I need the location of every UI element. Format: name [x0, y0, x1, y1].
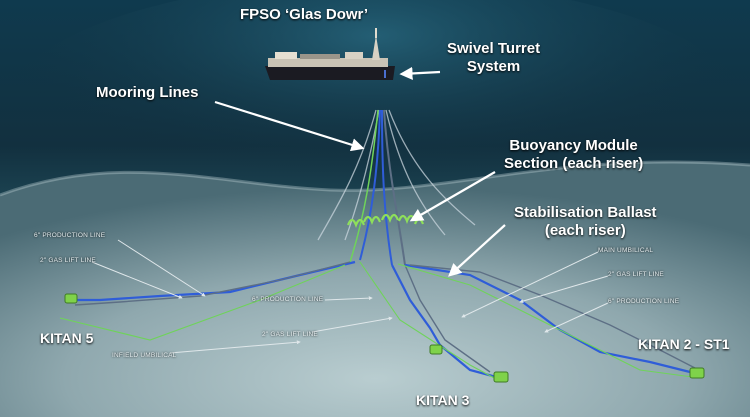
leader-lines	[91, 239, 609, 354]
infield-umbilical-label: INFIELD UMBILICAL	[112, 352, 177, 359]
flowlines-right	[397, 263, 701, 379]
production-line-left-label: 6" PRODUCTION LINE	[34, 232, 106, 239]
risers	[349, 109, 406, 266]
flowlines-center	[359, 261, 501, 381]
kitan-2-label: KITAN 2 - ST1	[638, 336, 730, 352]
kitan-3-tree	[493, 371, 509, 383]
seabed-ridge	[0, 160, 750, 197]
production-line-center-label: 6" PRODUCTION LINE	[252, 296, 324, 303]
kitan-3-label: KITAN 3	[416, 392, 470, 408]
fpso-vessel	[265, 28, 395, 80]
production-line-right-label: 6" PRODUCTION LINE	[608, 298, 680, 305]
kitan-5-label: KITAN 5	[40, 330, 94, 346]
swivel-turret-label: Swivel Turret System	[447, 40, 541, 75]
seabed	[0, 161, 750, 417]
gas-lift-line-center-label: 2" GAS LIFT LINE	[262, 331, 318, 338]
subsea-structures	[64, 293, 705, 383]
callout-arrows	[214, 66, 506, 277]
flowlines-left	[59, 260, 356, 341]
kitan-3-manifold	[429, 344, 443, 355]
gas-lift-line-right-label: 2" GAS LIFT LINE	[608, 271, 664, 278]
kitan-5-tree	[64, 293, 78, 304]
gas-lift-line-left-label: 2" GAS LIFT LINE	[40, 257, 96, 264]
buoyancy-module-label: Buoyancy Module Section (each riser)	[504, 137, 644, 172]
mooring-lines-label: Mooring Lines	[96, 84, 199, 101]
diagram-title: FPSO ‘Glas Dowr’	[240, 6, 369, 23]
stabilisation-ballast-label: Stabilisation Ballast (each riser)	[514, 204, 657, 239]
kitan-2-tree	[689, 367, 705, 379]
main-umbilical-label: MAIN UMBILICAL	[598, 247, 654, 254]
